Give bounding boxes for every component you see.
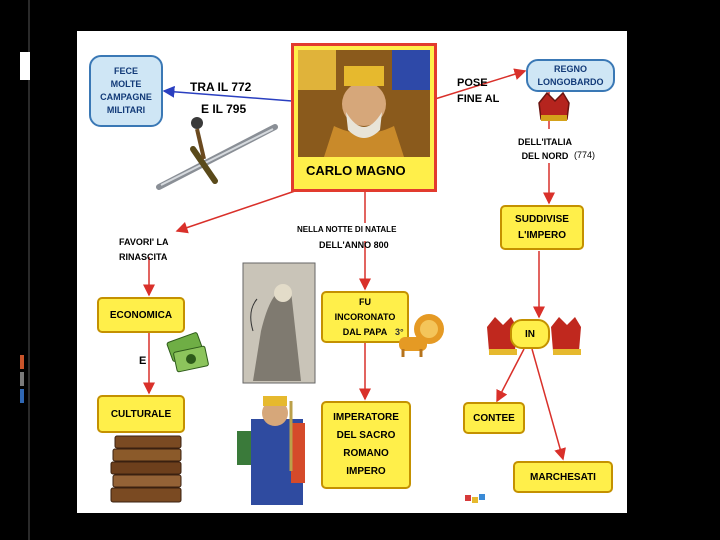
concept-map-slide: FECE MOLTE CAMPAGNE MILITARI TRA IL 772 … — [77, 31, 627, 513]
deco-bar-blue — [20, 389, 24, 403]
small-logo-icon — [77, 31, 627, 513]
deco-bar-orange — [20, 355, 24, 369]
slide-bullet-marker — [20, 52, 30, 80]
sidebar-rule — [28, 0, 30, 540]
deco-bar-gray — [20, 372, 24, 386]
